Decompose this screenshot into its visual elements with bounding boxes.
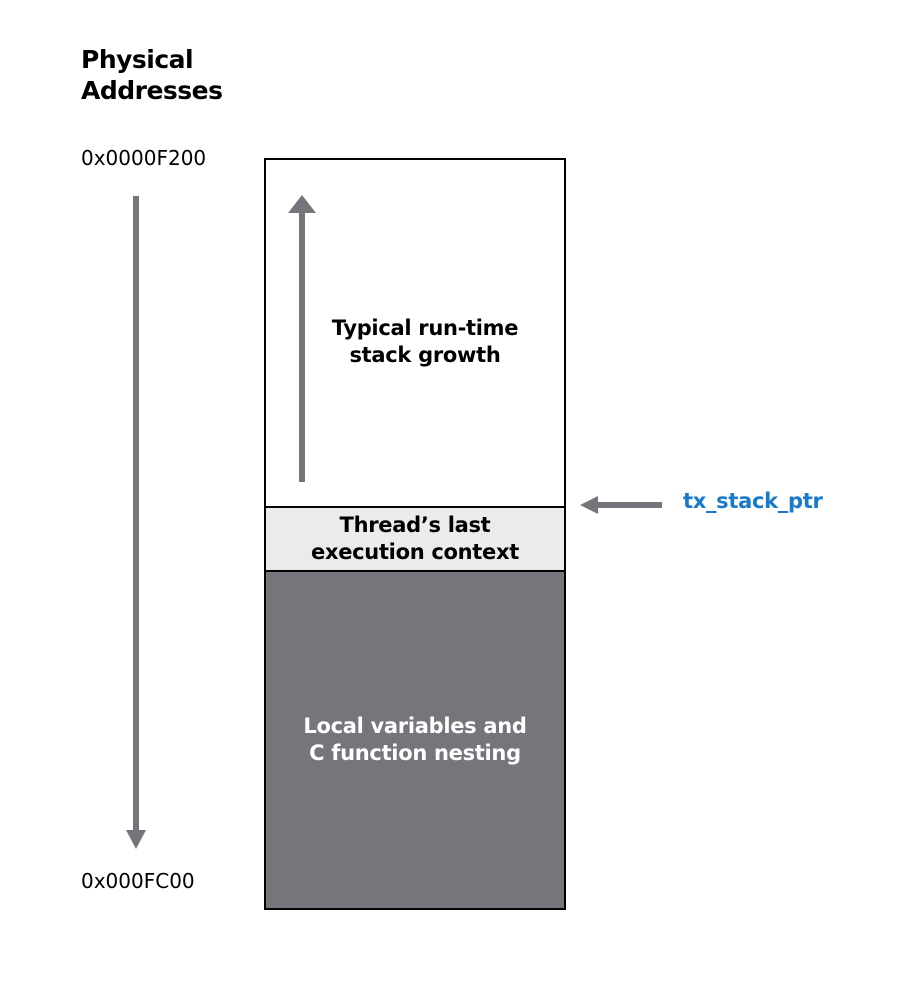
execution-context-region: Thread’s last execution context [266, 506, 564, 572]
stack-growth-label: Typical run-time stack growth [331, 316, 519, 367]
stack-pointer-arrow [580, 496, 662, 514]
local-variables-region: Local variables and C function nesting [266, 572, 564, 908]
address-direction-arrow [126, 196, 146, 849]
stack-memory-block: Typical run-time stack growth Thread’s l… [264, 158, 566, 910]
local-variables-label: Local variables and C function nesting [303, 714, 527, 765]
stack-pointer-label: tx_stack_ptr [683, 489, 823, 513]
address-top-label: 0x0000F200 [81, 146, 207, 170]
diagram-title: Physical Addresses [81, 45, 223, 105]
address-bottom-label: 0x000FC00 [81, 869, 195, 893]
execution-context-label: Thread’s last execution context [311, 513, 519, 564]
stack-free-region: Typical run-time stack growth [266, 160, 564, 506]
